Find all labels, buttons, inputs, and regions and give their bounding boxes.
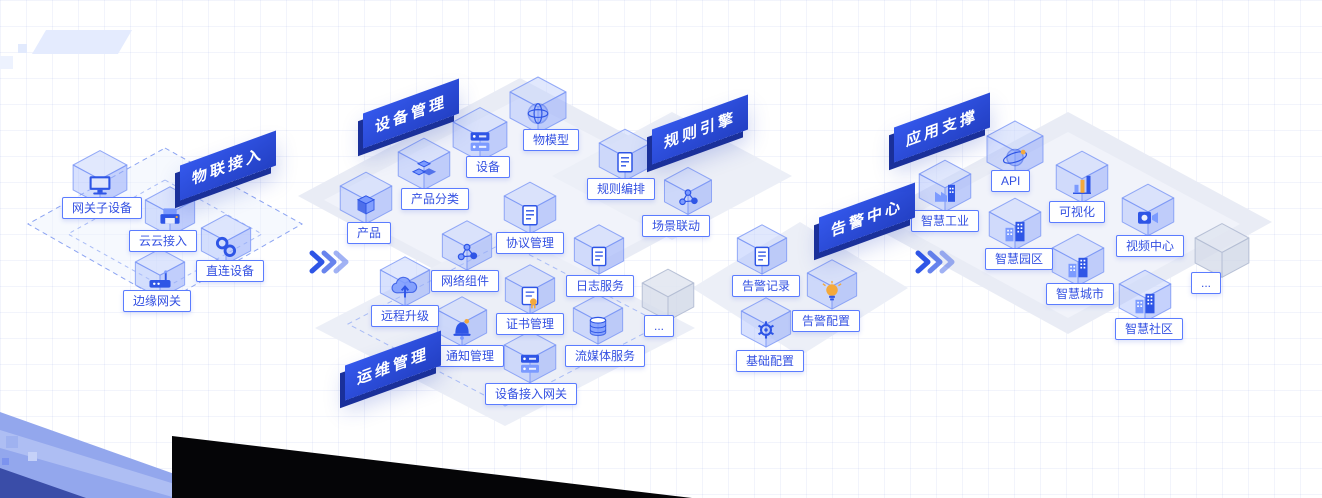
node-certificate-management: 证书管理 (496, 313, 565, 335)
node-scene-linkage: 场景联动 (642, 215, 711, 237)
node-smart-industry: 智慧工业 (911, 210, 980, 232)
node-smart-park: 智慧园区 (985, 248, 1054, 270)
building-icon (1068, 257, 1088, 278)
notification-management-cube (436, 296, 488, 347)
link-icon (215, 236, 237, 257)
decor-pixel-square (18, 44, 27, 53)
server-icon (521, 354, 539, 373)
atom-icon (1002, 148, 1028, 167)
flow-arrow-icon (309, 250, 349, 274)
router-icon (149, 270, 171, 288)
smart-park-cube (988, 197, 1042, 251)
nodes-icon (679, 189, 698, 206)
video-center-cube (1121, 183, 1175, 237)
printer-icon (160, 208, 180, 224)
node-smart-community: 智慧社区 (1115, 318, 1184, 340)
node-product: 产品 (347, 222, 392, 244)
alarm-record-cube (736, 224, 788, 275)
node-edge-gateway: 边缘网关 (123, 290, 192, 312)
boxes-icon (411, 160, 437, 176)
log-service-cube (573, 224, 625, 275)
bell-icon (453, 318, 471, 340)
decor-bottom-left-corner (0, 468, 86, 498)
node-network-component: 网络组件 (431, 270, 500, 292)
globe-icon (527, 102, 549, 125)
product-category-cube (397, 137, 451, 191)
device-access-gateway-cube (503, 330, 557, 384)
clipboard-icon (617, 152, 633, 173)
network-component-cube (441, 220, 493, 271)
db-icon (589, 316, 607, 337)
api-cube (986, 120, 1044, 178)
decor-pixel-square (28, 452, 37, 461)
node-protocol-management: 协议管理 (496, 232, 565, 254)
building-icon (1135, 293, 1155, 314)
thing-model-cube (509, 76, 567, 134)
upload-icon (391, 276, 418, 298)
decor-pixel-square (2, 458, 9, 465)
edge-gateway-cube (134, 248, 186, 299)
node-video-center: 视频中心 (1116, 235, 1185, 257)
decor-top-left-bar (32, 30, 132, 54)
node-alarm-record: 告警记录 (732, 275, 801, 297)
node-alarm-config: 告警配置 (792, 310, 861, 332)
device-cube (452, 107, 508, 162)
decor-bottom-black-wedge (172, 436, 692, 498)
floor-app-support-inner (896, 132, 1240, 318)
smart-industry-cube (918, 159, 972, 213)
decor-pixel-square (6, 436, 18, 448)
node-api: API (991, 170, 1031, 192)
node-cloud-to-cloud-access: 云云接入 (129, 230, 198, 252)
placeholder-cube (1194, 223, 1250, 278)
streaming-media-cube (572, 294, 624, 345)
certificate-management-cube (504, 264, 556, 315)
alarm-config-cube (806, 259, 858, 310)
remote-upgrade-cube (379, 256, 431, 307)
rule-orchestration-cube (598, 128, 652, 182)
visualization-cube (1055, 150, 1109, 204)
node-app-more: ... (1191, 272, 1222, 294)
camera-icon (1138, 211, 1158, 224)
cloud-to-cloud-cube (144, 186, 196, 237)
chart-icon (1073, 175, 1091, 195)
doc-icon (591, 246, 607, 267)
server-icon (470, 132, 490, 152)
node-gateway-sub-device: 网关子设备 (62, 197, 143, 219)
gear-icon (758, 321, 774, 339)
nodes-icon (457, 243, 478, 261)
decor-bottom-left-band (0, 430, 220, 498)
monitor-icon (89, 176, 111, 195)
node-streaming-media-service: 流媒体服务 (565, 345, 646, 367)
node-direct-device: 直连设备 (196, 260, 265, 282)
bulb-icon (822, 280, 842, 301)
node-ops-more: ... (644, 315, 675, 337)
node-visualization: 可视化 (1049, 201, 1106, 223)
doc-icon (754, 246, 770, 267)
node-basic-config: 基础配置 (736, 350, 805, 372)
node-notification-management: 通知管理 (436, 345, 505, 367)
basic-config-cube (740, 297, 792, 348)
doc-icon (522, 205, 538, 226)
industry-icon (935, 184, 955, 202)
gateway-sub-device-cube (72, 150, 128, 205)
node-smart-city: 智慧城市 (1046, 283, 1115, 305)
flow-arrow-icon (915, 250, 955, 274)
decor-pixel-square (0, 56, 13, 69)
node-thing-model: 物模型 (523, 129, 580, 151)
product-cube (339, 171, 393, 225)
smart-community-cube (1118, 269, 1172, 323)
node-log-service: 日志服务 (566, 275, 635, 297)
cert-icon (521, 286, 539, 309)
smart-city-cube (1051, 233, 1105, 287)
node-product-category: 产品分类 (401, 188, 470, 210)
protocol-management-cube (503, 181, 557, 235)
node-rule-orchestration: 规则编排 (587, 178, 656, 200)
scene-linkage-cube (663, 166, 713, 215)
node-device: 设备 (466, 156, 511, 178)
box-icon (356, 195, 376, 215)
node-remote-upgrade: 远程升级 (371, 305, 440, 327)
node-device-access-gateway: 设备接入网关 (485, 383, 578, 405)
building-icon (1005, 221, 1025, 242)
